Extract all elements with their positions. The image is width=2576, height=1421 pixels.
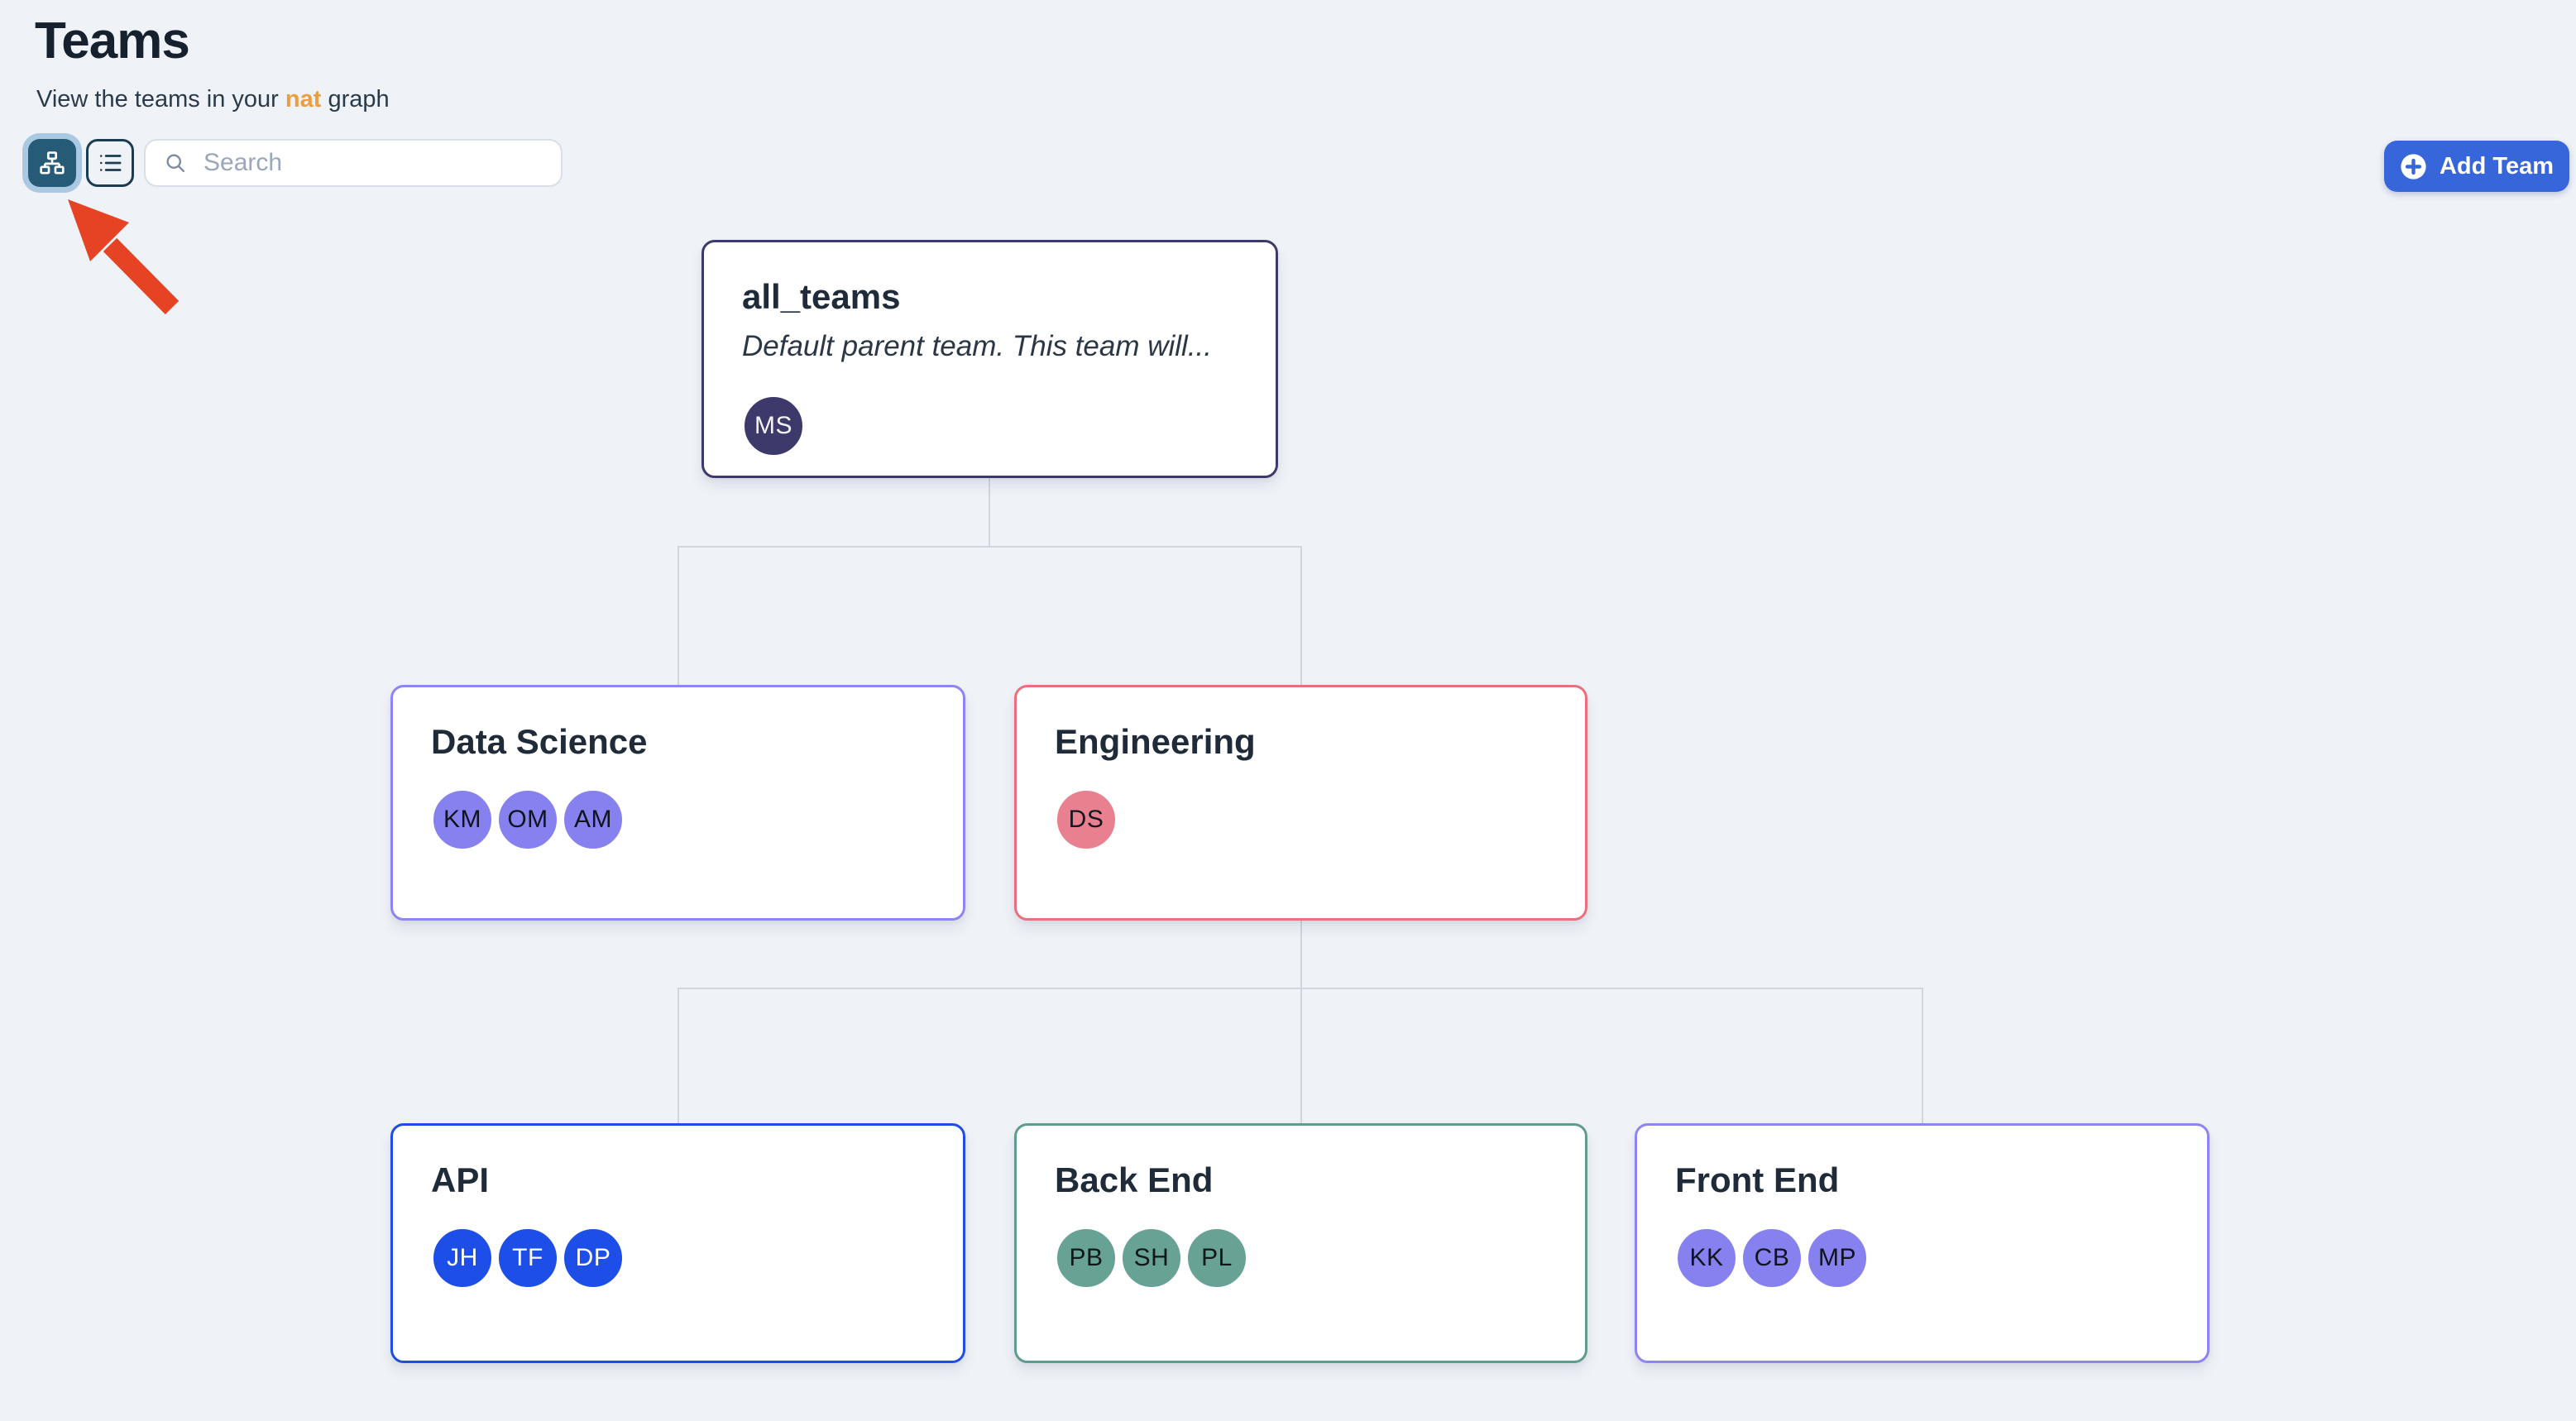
subtitle-text-suffix: graph <box>321 86 390 112</box>
team-members: PB SH PL <box>1055 1227 1547 1289</box>
team-card-back-end[interactable]: Back End PB SH PL <box>1014 1123 1587 1363</box>
page-title: Teams <box>35 12 190 69</box>
connector-line <box>989 478 990 546</box>
team-card-front-end[interactable]: Front End KK CB MP <box>1635 1123 2210 1363</box>
member-avatar: KK <box>1675 1227 1738 1289</box>
team-members: KM OM AM <box>431 788 925 851</box>
team-members: KK CB MP <box>1675 1227 2169 1289</box>
member-avatar: MP <box>1806 1227 1869 1289</box>
add-team-button[interactable]: Add Team <box>2384 141 2569 192</box>
subtitle-graph-name: nat <box>285 86 322 112</box>
team-description: Default parent team. This team will... <box>742 330 1212 362</box>
connector-line <box>1922 988 1923 1123</box>
team-name: Data Science <box>431 722 648 761</box>
connector-line <box>678 988 679 1123</box>
add-team-label: Add Team <box>2439 152 2554 179</box>
member-avatar: KM <box>431 788 494 851</box>
member-avatar: CB <box>1740 1227 1803 1289</box>
search-input[interactable] <box>203 149 551 177</box>
graph-view-toggle[interactable] <box>28 139 76 187</box>
team-card-all-teams[interactable]: all_teams Default parent team. This team… <box>701 240 1278 478</box>
search-icon <box>164 151 187 175</box>
member-avatar: SH <box>1120 1227 1183 1289</box>
connector-line <box>1300 988 1302 1123</box>
team-name: all_teams <box>742 277 901 316</box>
subtitle-text: View the teams in your <box>36 86 285 112</box>
search-box <box>144 139 563 187</box>
member-avatar: OM <box>496 788 559 851</box>
member-avatar: MS <box>742 395 805 457</box>
page-subtitle: View the teams in your nat graph <box>36 86 390 113</box>
team-card-data-science[interactable]: Data Science KM OM AM <box>390 685 965 921</box>
org-chart-icon <box>38 149 66 177</box>
plus-circle-icon <box>2400 153 2427 180</box>
connector-line <box>1300 546 1302 685</box>
member-avatar: JH <box>431 1227 494 1289</box>
list-icon <box>96 149 124 177</box>
member-avatar: PL <box>1185 1227 1248 1289</box>
member-avatar: TF <box>496 1227 559 1289</box>
connector-line <box>678 546 1302 548</box>
list-view-toggle[interactable] <box>86 139 134 187</box>
connector-line <box>1300 921 1302 988</box>
member-avatar: DS <box>1055 788 1118 851</box>
member-avatar: AM <box>562 788 625 851</box>
team-name: API <box>431 1160 490 1199</box>
member-avatar: PB <box>1055 1227 1118 1289</box>
team-card-api[interactable]: API JH TF DP <box>390 1123 965 1363</box>
team-members: MS <box>742 395 1238 457</box>
team-members: DS <box>1055 788 1547 851</box>
team-name: Back End <box>1055 1160 1214 1199</box>
team-members: JH TF DP <box>431 1227 925 1289</box>
team-name: Engineering <box>1055 722 1256 761</box>
team-name: Front End <box>1675 1160 1840 1199</box>
connector-line <box>678 546 679 685</box>
member-avatar: DP <box>562 1227 625 1289</box>
team-card-engineering[interactable]: Engineering DS <box>1014 685 1587 921</box>
